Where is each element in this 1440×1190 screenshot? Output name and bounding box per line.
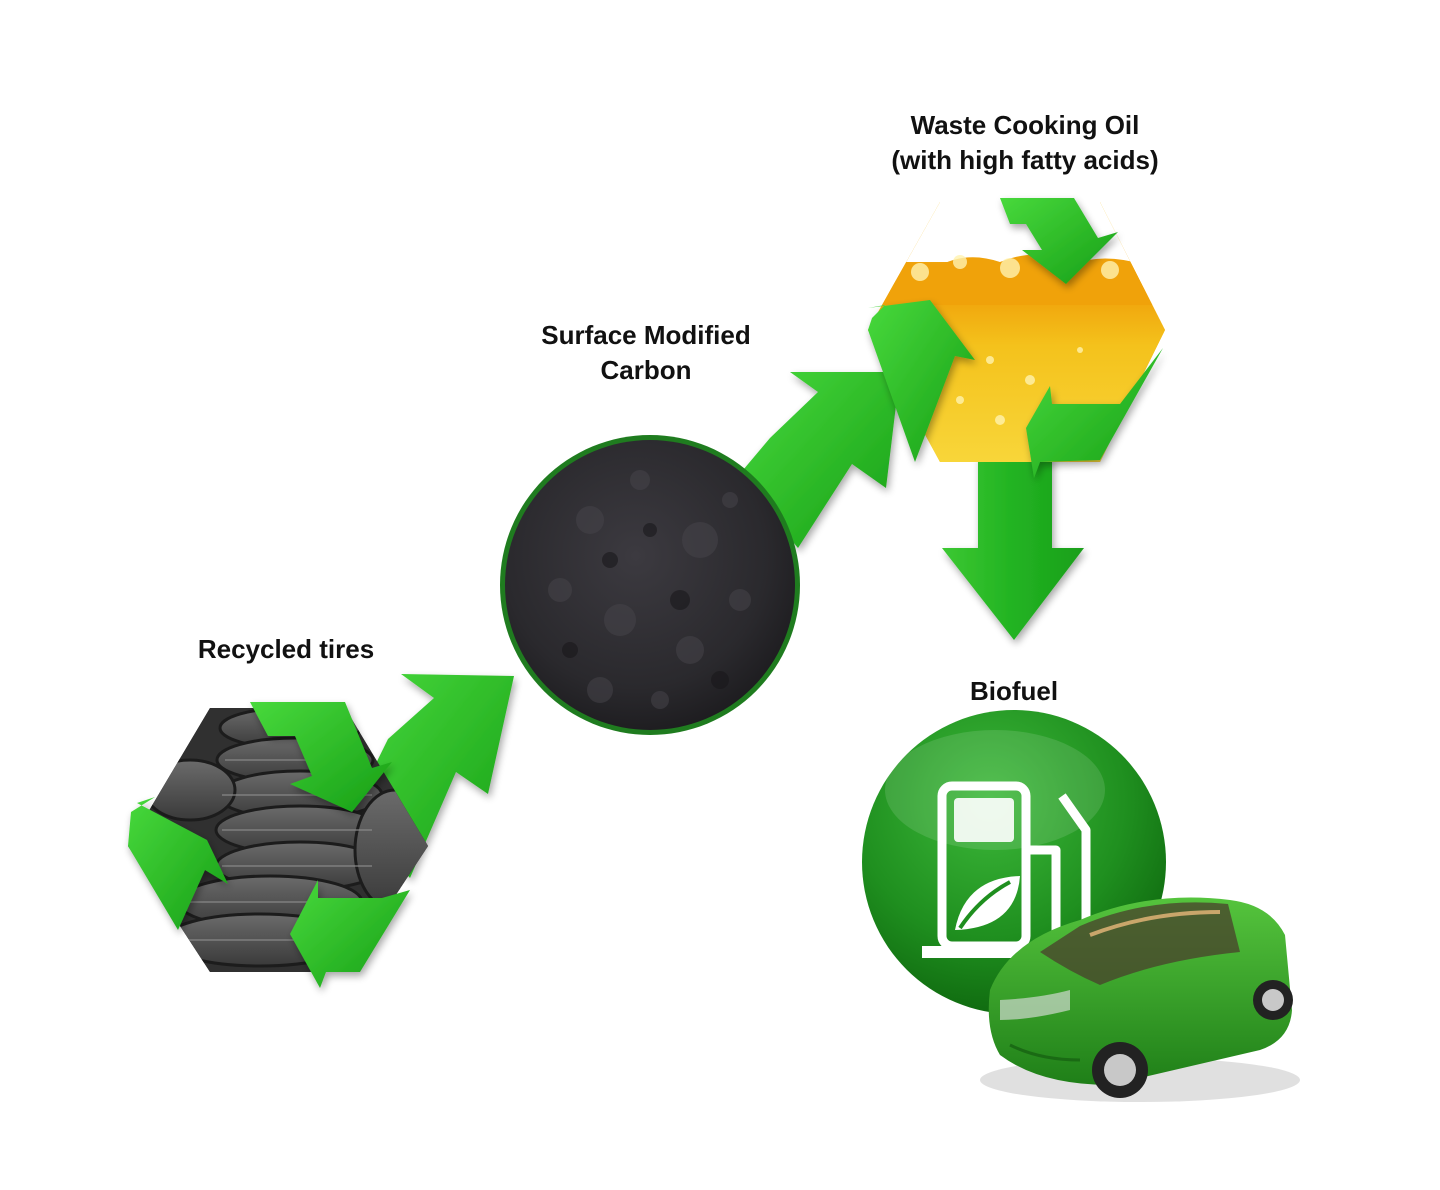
label-biofuel: Biofuel bbox=[912, 674, 1116, 709]
green-car-icon bbox=[980, 897, 1300, 1102]
label-oil-line2: (with high fatty acids) bbox=[891, 145, 1159, 175]
oil-recycle-icon bbox=[868, 198, 1163, 478]
label-carbon-line1: Surface Modified bbox=[541, 320, 751, 350]
recycled-tires-image bbox=[128, 702, 428, 988]
label-carbon-line2: Carbon bbox=[600, 355, 692, 385]
label-oil-line1: Waste Cooking Oil bbox=[910, 110, 1140, 140]
label-biofuel-text: Biofuel bbox=[969, 676, 1059, 706]
tires-recycle-icon bbox=[128, 702, 410, 988]
waste-cooking-oil-image bbox=[868, 198, 1165, 478]
label-recycled-tires: Recycled tires bbox=[160, 632, 412, 667]
surface-modified-carbon-image bbox=[500, 435, 800, 735]
label-waste-cooking-oil: Waste Cooking Oil (with high fatty acids… bbox=[860, 108, 1190, 178]
label-surface-modified-carbon: Surface Modified Carbon bbox=[510, 318, 782, 388]
flow-arrow-carbon-to-oil bbox=[738, 372, 900, 548]
label-recycled-tires-text: Recycled tires bbox=[197, 634, 375, 664]
flow-arrow-oil-to-biofuel bbox=[942, 455, 1084, 640]
